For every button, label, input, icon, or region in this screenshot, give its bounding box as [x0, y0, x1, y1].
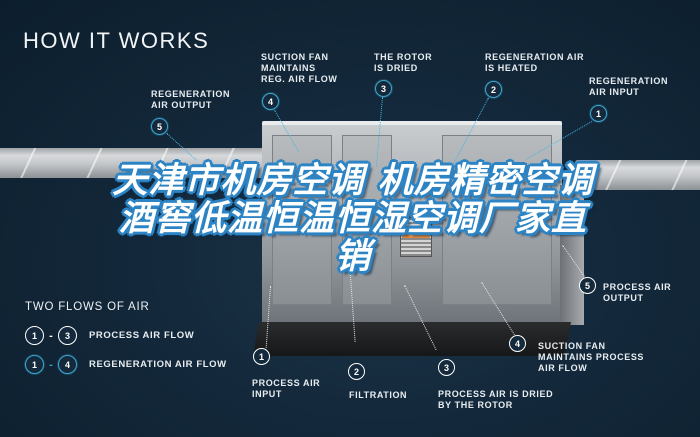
legend-dash: -	[49, 358, 53, 371]
diagram-title: HOW IT WORKS	[23, 28, 210, 53]
unit-panel	[272, 135, 332, 305]
step-1-icon: 1	[590, 105, 607, 122]
step-1-icon: 1	[253, 348, 270, 365]
legend-label: REGENERATION AIR FLOW	[89, 359, 227, 370]
callout-label-suction-fan-process: SUCTION FAN MAINTAINS PROCESS AIR FLOW	[538, 341, 645, 373]
overlay-promo-title: 天津市机房空调 机房精密空调 酒窖低温恒温恒湿空调厂家直销	[112, 161, 594, 277]
legend-title: TWO FLOWS OF AIR	[25, 301, 150, 313]
step-5-icon: 5	[151, 118, 168, 135]
legend-row-process: 1 - 3 PROCESS AIR FLOW	[25, 326, 194, 345]
unit-panel	[342, 135, 392, 305]
legend-label: PROCESS AIR FLOW	[89, 330, 195, 341]
legend-from-icon: 1	[25, 326, 44, 345]
dehumidifier-unit-illustration	[253, 121, 584, 356]
unit-side	[560, 185, 584, 325]
callout-label-regeneration-air-output: REGENERATION AIR OUTPUT	[151, 89, 231, 110]
callout-label-process-air-input: PROCESS AIR INPUT	[252, 378, 321, 399]
legend-from-icon: 1	[25, 355, 44, 374]
legend-to-icon: 3	[58, 326, 77, 345]
step-5-icon: 5	[579, 277, 596, 294]
callout-label-suction-fan-reg: SUCTION FAN MAINTAINS REG. AIR FLOW	[261, 52, 338, 84]
step-2-icon: 2	[348, 363, 365, 380]
legend-to-icon: 4	[58, 355, 77, 374]
callout-label-rotor-dried: THE ROTOR IS DRIED	[374, 52, 433, 73]
step-3-icon: 3	[375, 80, 392, 97]
step-2-icon: 2	[485, 81, 502, 98]
legend-dash: -	[49, 329, 53, 342]
step-3-icon: 3	[438, 359, 455, 376]
callout-label-regeneration-input: REGENERATION AIR INPUT	[589, 76, 669, 97]
unit-panel	[442, 135, 552, 305]
step-4-icon: 4	[509, 335, 526, 352]
regeneration-duct-left	[0, 148, 280, 178]
callout-label-process-output: PROCESS AIR OUTPUT	[603, 282, 672, 303]
step-4-icon: 4	[262, 93, 279, 110]
callout-label-filtration: FILTRATION	[349, 390, 408, 400]
legend-row-regeneration: 1 - 4 REGENERATION AIR FLOW	[25, 355, 227, 374]
callout-label-process-dried: PROCESS AIR IS DRIED BY THE ROTOR	[438, 389, 554, 410]
process-duct-right	[575, 160, 700, 190]
callout-label-regeneration-heated: REGENERATION AIR IS HEATED	[485, 52, 585, 73]
heater-illustration	[402, 233, 430, 238]
